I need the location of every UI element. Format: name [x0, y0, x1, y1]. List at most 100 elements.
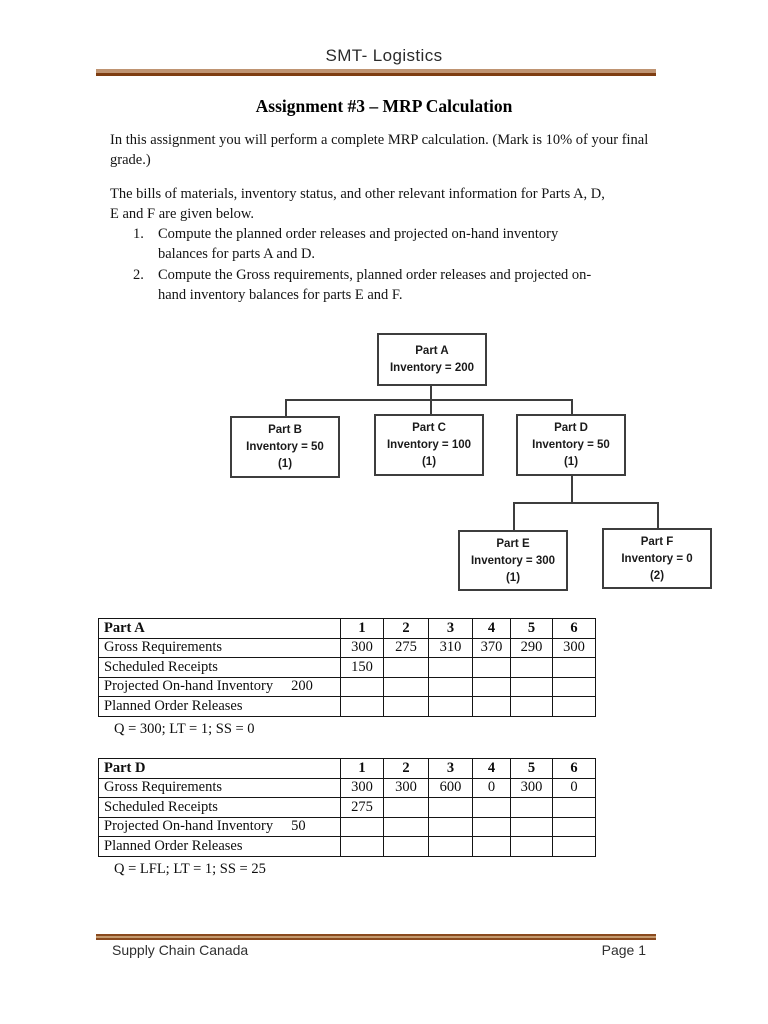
bom-node-part-a: Part A Inventory = 200 — [377, 333, 487, 386]
value-cell — [340, 676, 384, 697]
bom-node-part-b: Part B Inventory = 50 (1) — [230, 416, 340, 478]
value-cell — [428, 797, 473, 818]
value-cell: 300 — [340, 637, 384, 658]
intro-line: In this assignment you will perform a co… — [110, 132, 649, 148]
value-cell — [510, 696, 553, 717]
part-e-node-inventory: Inventory = 300 — [470, 555, 556, 567]
value-cell — [383, 797, 429, 818]
value-cell: 300 — [552, 637, 596, 658]
bom-intro-paragraph: The bills of materials, inventory status… — [110, 185, 605, 224]
value-cell: 300 — [340, 777, 384, 798]
scheduled-receipts-row: Scheduled Receipts 150 — [98, 657, 596, 678]
value-cell — [510, 816, 553, 837]
value-cell — [383, 696, 429, 717]
connector-d-down — [571, 475, 573, 504]
value-cell — [552, 816, 596, 837]
part-c-node-inventory: Inventory = 100 — [386, 439, 472, 451]
value-cell — [428, 816, 473, 837]
running-header-title: SMT- Logistics — [325, 46, 443, 65]
planned-order-releases-row: Planned Order Releases — [98, 836, 596, 857]
task-text: Compute the planned order releases and p… — [158, 224, 558, 265]
period-header-cell: 1 — [340, 758, 384, 779]
value-cell — [383, 836, 429, 857]
value-cell — [510, 836, 553, 857]
value-cell — [552, 696, 596, 717]
footer-organization: Supply Chain Canada — [112, 942, 249, 958]
period-header-cell: 2 — [383, 758, 429, 779]
part-d-node-title: Part D — [554, 422, 588, 434]
bom-intro-line: E and F are given below. — [110, 205, 255, 222]
page-number: Page 1 — [601, 942, 646, 958]
value-cell — [552, 797, 596, 818]
table-header-row: Part D 1 2 3 4 5 6 — [98, 758, 596, 779]
value-cell — [340, 696, 384, 717]
connector-bus-bcd — [285, 399, 573, 401]
part-f-node-inventory: Inventory = 0 — [621, 553, 693, 565]
value-cell — [472, 696, 511, 717]
footer-rule — [96, 934, 656, 940]
period-header-cell: 6 — [552, 618, 596, 639]
row-label: Projected On-hand Inventory — [104, 818, 274, 835]
initial-on-hand-value: 200 — [291, 678, 313, 695]
header-rule — [96, 69, 656, 76]
period-header-cell: 6 — [552, 758, 596, 779]
row-label-cell: Gross Requirements — [98, 637, 341, 658]
row-label-cell: Scheduled Receipts — [98, 797, 341, 818]
period-header-cell: 2 — [383, 618, 429, 639]
part-d-node-inventory: Inventory = 50 — [532, 439, 610, 451]
period-header-cell: 3 — [428, 758, 473, 779]
task-number: 2. — [133, 266, 144, 283]
connector-to-c — [430, 399, 432, 415]
bom-node-part-c: Part C Inventory = 100 (1) — [374, 414, 484, 476]
period-header-cell: 3 — [428, 618, 473, 639]
row-label-cell: Scheduled Receipts — [98, 657, 341, 678]
row-label-cell: Planned Order Releases — [98, 836, 341, 857]
task-item-2: 2. Compute the Gross requirements, plann… — [133, 265, 591, 306]
bom-node-part-f: Part F Inventory = 0 (2) — [602, 528, 712, 589]
value-cell — [383, 816, 429, 837]
part-f-node-title: Part F — [640, 536, 674, 548]
period-header-cell: 4 — [472, 758, 511, 779]
gross-requirements-row: Gross Requirements 300 275 310 370 290 3… — [98, 637, 596, 658]
footer-rule-middle-line — [96, 936, 656, 938]
part-b-node-quantity: (1) — [277, 458, 293, 470]
value-cell — [552, 657, 596, 678]
planned-order-releases-row: Planned Order Releases — [98, 696, 596, 717]
value-cell — [383, 657, 429, 678]
footer-rule-bottom-line — [96, 938, 656, 940]
gross-requirements-row: Gross Requirements 300 300 600 0 300 0 — [98, 777, 596, 798]
period-header-cell: 5 — [510, 618, 553, 639]
period-header-cell: 1 — [340, 618, 384, 639]
intro-paragraph: In this assignment you will perform a co… — [110, 131, 648, 170]
connector-to-e — [513, 502, 515, 531]
value-cell — [340, 836, 384, 857]
part-d-node-quantity: (1) — [563, 456, 579, 468]
value-cell — [472, 676, 511, 697]
value-cell — [552, 836, 596, 857]
scheduled-receipts-row: Scheduled Receipts 275 — [98, 797, 596, 818]
part-b-node-title: Part B — [268, 424, 302, 436]
value-cell — [510, 657, 553, 678]
value-cell: 300 — [510, 777, 553, 798]
row-label-cell: Gross Requirements — [98, 777, 341, 798]
value-cell: 370 — [472, 637, 511, 658]
task-list: 1. Compute the planned order releases an… — [133, 224, 591, 305]
part-label-cell: Part A — [98, 618, 341, 639]
value-cell: 310 — [428, 637, 473, 658]
task-line: Compute the planned order releases and p… — [158, 226, 559, 242]
part-a-node-title: Part A — [415, 345, 449, 357]
value-cell: 275 — [340, 797, 384, 818]
value-cell: 150 — [340, 657, 384, 678]
part-c-node-quantity: (1) — [421, 456, 437, 468]
task-line: hand inventory balances for parts E and … — [158, 286, 403, 303]
value-cell — [510, 676, 553, 697]
part-c-node-title: Part C — [412, 422, 446, 434]
value-cell: 600 — [428, 777, 473, 798]
part-a-node-inventory: Inventory = 200 — [389, 362, 475, 374]
bom-node-part-e: Part E Inventory = 300 (1) — [458, 530, 568, 591]
